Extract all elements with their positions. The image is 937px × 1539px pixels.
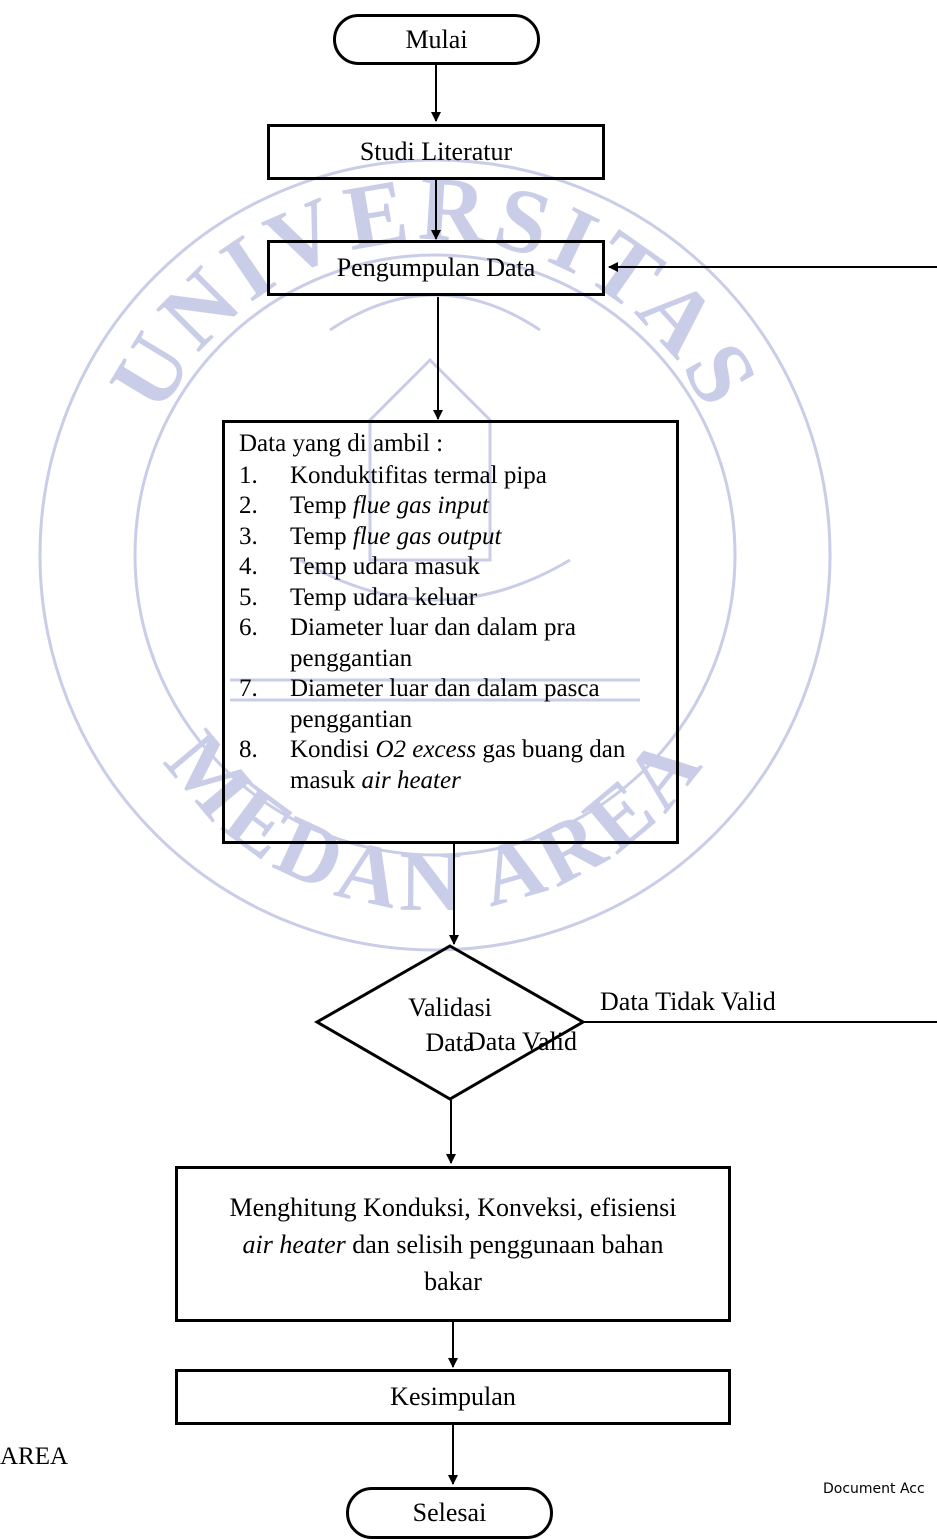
decision-diamond	[313, 944, 587, 1101]
conclusion-box: Kesimpulan	[175, 1369, 731, 1425]
text-part: Temp udara keluar	[290, 583, 478, 611]
data-item-text: Temp flue gas input	[290, 491, 666, 522]
data-collection-box: Pengumpulan Data	[267, 240, 605, 296]
compute-box: Menghitung Konduksi, Konveksi, efisiensi…	[175, 1166, 731, 1322]
text-part: Diameter luar dan dalam pra penggantian	[290, 614, 576, 672]
text-part: gas buang dan masuk	[290, 736, 626, 794]
data-item-4: 4. Temp udara masuk	[239, 552, 666, 583]
italic-text: flue gas input	[352, 492, 489, 519]
end-terminal: Selesai	[346, 1487, 553, 1539]
text-part: Kondisi	[290, 736, 376, 763]
data-item-number: 1.	[239, 461, 258, 489]
data-item-text: Diameter luar dan dalam pra penggantian	[290, 613, 666, 674]
data-item-3: 3. Temp flue gas output	[239, 522, 666, 553]
data-item-text: Temp udara masuk	[290, 552, 666, 583]
text-part: Konduktifitas termal pipa	[290, 461, 547, 489]
validate-line-1: Validasi	[408, 993, 492, 1022]
data-item-number: 4.	[239, 553, 258, 580]
italic-text: flue gas output	[352, 522, 502, 550]
edge-label-valid: Data Valid	[467, 1027, 577, 1056]
data-item-5: 5. Temp udara keluar	[239, 583, 666, 614]
edge-label-invalid: Data Tidak Valid	[600, 987, 776, 1016]
study-literature-box: Studi Literatur	[267, 124, 605, 180]
data-item-6: 6. Diameter luar dan dalam pra penggantia…	[239, 613, 666, 674]
text-part: Temp	[290, 492, 353, 519]
data-collection-label: Pengumpulan Data	[336, 253, 536, 283]
compute-label: Menghitung Konduksi, Konveksi, efisiensi…	[218, 1189, 688, 1300]
start-label: Mulai	[405, 24, 468, 54]
text-part: Menghitung Konduksi, Konveksi, efisiensi	[229, 1192, 677, 1222]
data-item-text: Diameter luar dan dalam pasca penggantia…	[290, 674, 666, 735]
text-part: dan selisih penggunaan bahan bakar	[345, 1229, 664, 1296]
italic-text: air heater	[361, 766, 461, 794]
data-item-text: Konduktifitas termal pipa	[290, 461, 666, 492]
validate-line-2: Data	[425, 1028, 475, 1057]
data-item-2: 2. Temp flue gas input	[239, 491, 666, 522]
side-text-right: Document Acc	[823, 1481, 925, 1497]
data-item-text: Temp udara keluar	[290, 583, 666, 614]
data-item-text: Kondisi O2 excess gas buang dan masuk ai…	[290, 735, 666, 796]
data-item-number: 3.	[239, 522, 258, 550]
data-item-number: 5.	[239, 583, 258, 611]
conclusion-label: Kesimpulan	[390, 1382, 516, 1412]
study-literature-label: Studi Literatur	[359, 137, 513, 167]
data-item-text: Temp flue gas output	[290, 522, 666, 553]
text-part: Temp	[290, 522, 353, 550]
validate-data-label: Validasi Data	[360, 990, 540, 1060]
data-item-number: 6.	[239, 614, 258, 641]
data-item-7: 7. Diameter luar dan dalam pasca penggant…	[239, 674, 666, 735]
text-part: Temp udara masuk	[290, 553, 480, 580]
text-part: Diameter luar dan dalam pasca penggantia…	[290, 675, 600, 733]
data-taken-list: 1. Konduktifitas termal pipa 2. Temp flue g…	[239, 461, 666, 797]
italic-text: O2 excess	[375, 736, 477, 763]
data-item-number: 2.	[239, 492, 258, 519]
data-taken-header: Data yang di ambil :	[239, 430, 444, 457]
data-item-number: 7.	[239, 675, 258, 702]
start-terminal: Mulai	[333, 14, 540, 65]
data-item-number: 8.	[239, 736, 258, 763]
side-text-left: AREA	[0, 1443, 69, 1470]
data-item-1: 1. Konduktifitas termal pipa	[239, 461, 666, 492]
italic-text: air heater	[242, 1229, 346, 1259]
data-item-8: 8. Kondisi O2 excess gas buang dan masuk …	[239, 735, 666, 796]
data-taken-box: Data yang di ambil : 1. Konduktifitas ter…	[222, 420, 679, 844]
end-label: Selesai	[412, 1498, 487, 1528]
